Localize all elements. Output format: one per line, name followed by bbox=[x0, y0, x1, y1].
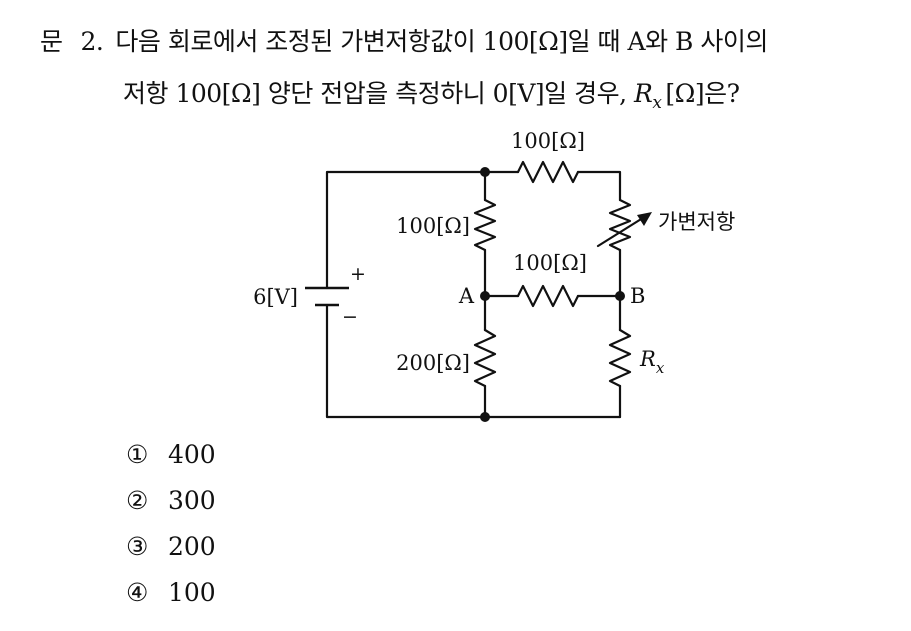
label-plus: + bbox=[350, 263, 366, 285]
option-4-value: 100 bbox=[168, 578, 216, 607]
option-2-mark: ② bbox=[126, 486, 149, 515]
option-3-value: 200 bbox=[168, 532, 216, 561]
wire-left-bottom bbox=[325, 303, 622, 419]
question-line-1: 문 2. 다음 회로에서 조정된 가변저항값이 100[Ω]일 때 A와 B 사이의 bbox=[40, 22, 768, 58]
resistor-variable bbox=[608, 198, 632, 252]
rx-subscript: x bbox=[652, 93, 662, 113]
option-1-value: 400 bbox=[168, 440, 216, 469]
label-rx-symbol: R bbox=[639, 347, 656, 371]
option-3[interactable]: ③ 200 bbox=[126, 532, 216, 561]
question-text-2: 저항 100[Ω] 양단 전압을 측정하니 0[V]일 경우, bbox=[123, 79, 634, 108]
label-source-voltage: 6[V] bbox=[253, 285, 298, 309]
label-node-a: A bbox=[458, 284, 475, 308]
option-4-mark: ④ bbox=[126, 578, 149, 607]
variable-arrow-head bbox=[637, 212, 652, 226]
resistor-middle bbox=[516, 284, 580, 308]
option-1-mark: ① bbox=[126, 440, 149, 469]
wire-left-top bbox=[325, 170, 487, 290]
node-b-dot bbox=[615, 291, 625, 301]
question-line-2: 저항 100[Ω] 양단 전압을 측정하니 0[V]일 경우, Rx[Ω]은? bbox=[123, 74, 740, 113]
rx-symbol: R bbox=[634, 79, 653, 108]
question-label: 문 bbox=[40, 27, 63, 56]
node-a-dot bbox=[480, 291, 490, 301]
wire-top-right bbox=[576, 170, 622, 202]
resistor-rx bbox=[608, 328, 632, 388]
variable-arrow bbox=[596, 214, 648, 248]
option-1[interactable]: ① 400 bbox=[126, 440, 216, 469]
question-text-2-suffix: [Ω]은? bbox=[665, 79, 740, 108]
label-top-resistor: 100[Ω] bbox=[511, 129, 585, 153]
question-number: 2. bbox=[80, 27, 104, 56]
label-variable-resistor: 가변저항 bbox=[658, 210, 735, 234]
option-2-value: 300 bbox=[168, 486, 216, 515]
label-middle-resistor: 100[Ω] bbox=[513, 251, 587, 275]
option-4[interactable]: ④ 100 bbox=[126, 578, 216, 607]
node-bottom-junction bbox=[480, 412, 490, 422]
label-left-upper-resistor: 100[Ω] bbox=[396, 214, 470, 238]
label-node-b: B bbox=[630, 284, 645, 308]
label-left-lower-resistor: 200[Ω] bbox=[396, 351, 470, 375]
resistor-top bbox=[516, 160, 580, 184]
node-top-junction bbox=[480, 167, 490, 177]
resistor-left-lower bbox=[473, 328, 497, 388]
question-text-1: 다음 회로에서 조정된 가변저항값이 100[Ω]일 때 A와 B 사이의 bbox=[115, 27, 768, 56]
label-rx-sub: x bbox=[656, 359, 665, 377]
option-3-mark: ③ bbox=[126, 532, 149, 561]
label-rx: Rx bbox=[639, 347, 665, 377]
option-2[interactable]: ② 300 bbox=[126, 486, 216, 515]
label-minus: − bbox=[342, 306, 358, 328]
resistor-left-upper bbox=[473, 198, 497, 252]
